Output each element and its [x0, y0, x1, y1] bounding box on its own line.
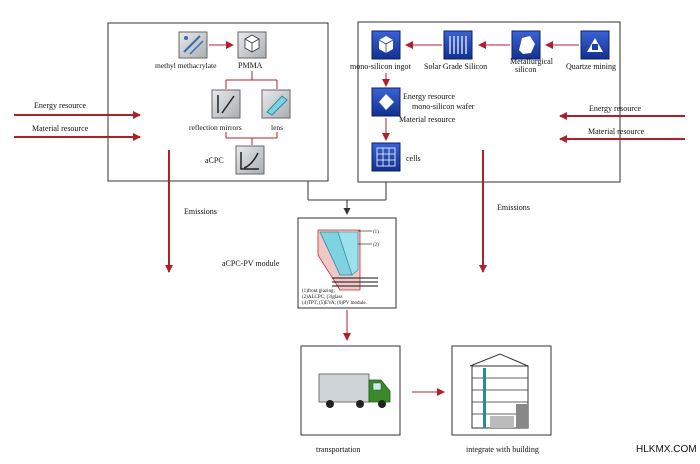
- right-material-input: Material resource: [559, 127, 685, 143]
- left-box-frame: [107, 22, 329, 182]
- truck-icon: [318, 373, 391, 408]
- acpc-icon: [235, 145, 265, 175]
- left-material-input: Material resource: [14, 124, 141, 141]
- module-label: aCPC-PV module: [222, 259, 280, 268]
- quartz-mining-icon: [580, 30, 610, 60]
- right-emissions-label: Emissions: [497, 203, 530, 212]
- building-icon: [469, 353, 529, 429]
- pmma-branch-connector: [225, 71, 278, 89]
- transport-label: transportation: [316, 445, 360, 454]
- lens-label: lens: [271, 123, 283, 132]
- solar-grade-silicon-icon: [443, 30, 473, 60]
- lens-icon: [261, 89, 291, 119]
- mirrors-lens-connector: [225, 132, 278, 145]
- module-callout-1: (1): [373, 230, 379, 235]
- merge-connector: [307, 181, 387, 215]
- metallurgical-silicon-icon: [511, 30, 541, 60]
- methyl-methacrylate-icon: [178, 31, 208, 59]
- right-box-frame: [357, 21, 621, 183]
- module-legend-3: (4)TPT; (5)EVA; (6)PV module.: [302, 301, 367, 306]
- metallurgical-label-2: silicon: [515, 65, 536, 74]
- energy-inside-label: Energy resource: [403, 92, 456, 101]
- left-emissions-label: Emissions: [184, 207, 217, 216]
- acpc-pv-module-illustration: (1) (2): [317, 229, 379, 291]
- quartz-label: Quartze mining: [566, 62, 616, 71]
- left-energy-label: Energy resource: [34, 101, 87, 110]
- right-energy-label: Energy resource: [589, 104, 642, 113]
- watermark-text: HLKMX.COM: [636, 444, 697, 455]
- module-legend-2: (2)ALCPC; (3)glass: [302, 295, 342, 300]
- solar-label: Solar Grade Silicon: [424, 62, 487, 71]
- pmma-label: PMMA: [238, 61, 263, 70]
- left-energy-input: Energy resource: [14, 101, 141, 119]
- cells-label: cells: [406, 154, 421, 163]
- module-callout-2: (2): [373, 243, 379, 248]
- right-emissions-arrow: Emissions: [479, 150, 530, 273]
- acpc-label: aCPC: [205, 156, 224, 165]
- metallurgical-label-1: Metallurgical: [510, 57, 554, 66]
- material-inside-label: Material resource: [399, 115, 456, 124]
- mono-silicon-ingot-icon: [371, 30, 401, 60]
- cells-icon: [371, 142, 401, 172]
- mirrors-label: reflection mirrors: [189, 123, 242, 132]
- module-legend-1: (1)front glazing;: [302, 289, 335, 294]
- building-label: integrate with building: [466, 445, 539, 454]
- reflection-mirrors-icon: [211, 89, 241, 119]
- left-emissions-arrow: Emissions: [165, 150, 217, 273]
- right-energy-input: Energy resource: [559, 104, 685, 120]
- left-material-label: Material resource: [32, 124, 89, 133]
- wafer-label: mono-silicon wafer: [412, 102, 475, 111]
- methyl-label: methyl methacrylate: [155, 61, 217, 70]
- right-material-label: Material resource: [588, 127, 645, 136]
- ingot-label: mono-silicon ingot: [350, 62, 411, 71]
- pmma-cube-icon: [237, 31, 267, 59]
- mono-silicon-wafer-icon: [371, 87, 401, 117]
